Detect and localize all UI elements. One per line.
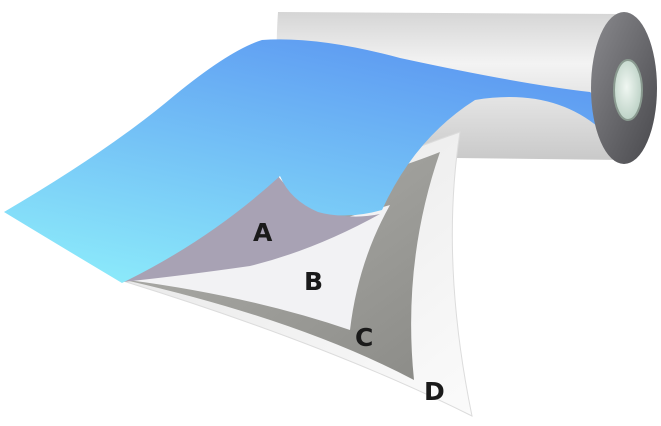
label-c: C: [355, 323, 373, 352]
label-a: A: [253, 218, 273, 247]
label-d: D: [424, 377, 445, 406]
roll-core: [613, 59, 643, 121]
top-film-sheet: [4, 39, 610, 284]
layer-a-sheet: [122, 176, 380, 282]
label-b: B: [304, 267, 323, 296]
